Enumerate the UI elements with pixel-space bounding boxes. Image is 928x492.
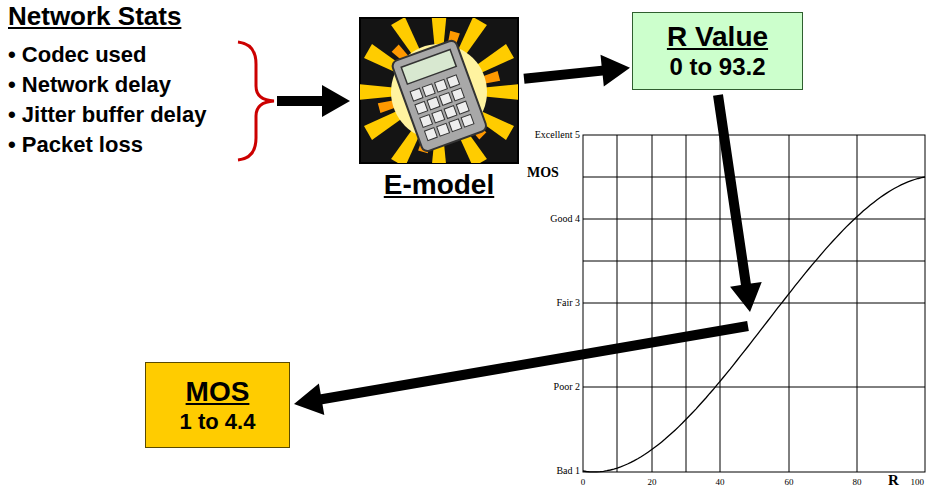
axis-tick: 60 (785, 477, 794, 487)
section-heading: Network Stats (8, 2, 181, 32)
flow-arrow (277, 85, 350, 117)
axis-tick: 20 (648, 477, 657, 487)
axis-title: MOS (527, 165, 559, 181)
flow-arrow (524, 55, 631, 87)
bullet-item: • Jitter buffer delay (8, 102, 206, 127)
axis-tick: Bad 1 (556, 465, 580, 477)
axis-tick: Fair 3 (556, 297, 580, 309)
axis-tick: 0 (581, 477, 586, 487)
axis-tick: Excellent 5 (535, 129, 580, 141)
result-box: MOS1 to 4.4 (145, 362, 290, 448)
box-value: 1 to 4.4 (180, 409, 256, 435)
axis-title: R (888, 472, 899, 489)
flow-arrow (294, 321, 749, 415)
axis-tick: 40 (716, 477, 725, 487)
curly-brace (238, 42, 274, 160)
axis-tick: Good 4 (550, 213, 580, 225)
flow-arrow (713, 94, 762, 312)
calculator-node: E-model (360, 18, 518, 163)
box-title: MOS (186, 375, 250, 409)
calculator-icon (357, 10, 521, 174)
mos-curve (583, 177, 925, 472)
node-caption: E-model (320, 169, 558, 201)
bullet-item: • Network delay (8, 72, 171, 97)
axis-tick: 100 (911, 477, 925, 487)
axis-tick: 80 (853, 477, 862, 487)
box-title: R Value (667, 20, 768, 54)
axis-tick: Poor 2 (554, 381, 580, 393)
bullet-item: • Packet loss (8, 132, 143, 157)
box-value: 0 to 93.2 (669, 53, 765, 82)
result-box: R Value0 to 93.2 (632, 12, 803, 90)
bullet-item: • Codec used (8, 42, 147, 67)
mos-chart (583, 135, 925, 472)
